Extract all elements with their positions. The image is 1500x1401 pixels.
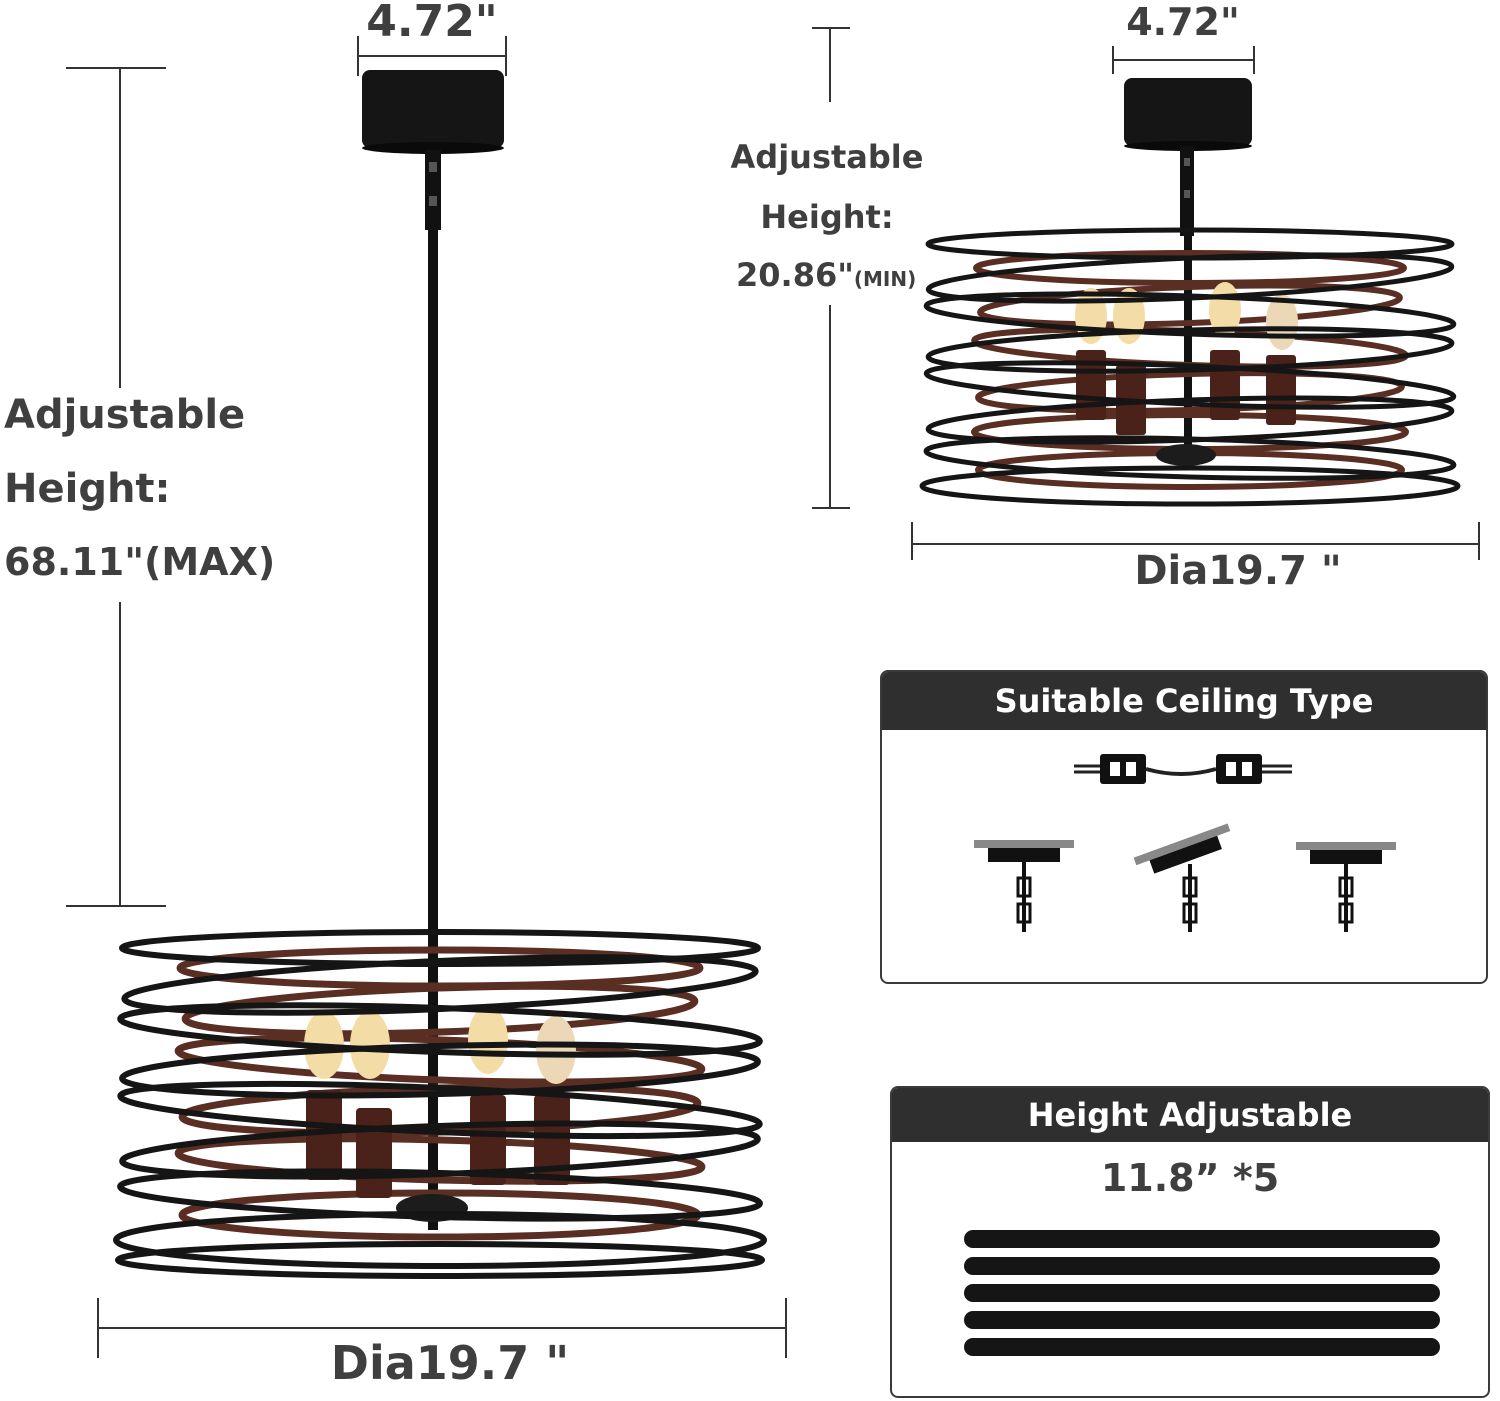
ceiling-type-panel: Suitable Ceiling Type (880, 670, 1488, 984)
right-height-label-line2: Height: (760, 198, 894, 236)
right-top-width-label: 4.72" (1126, 0, 1240, 44)
left-diameter-label: Dia19.7 " (330, 1336, 570, 1390)
left-height-label-line2: Height: (4, 466, 171, 512)
ceiling-type-title: Suitable Ceiling Type (882, 672, 1486, 730)
extension-rod (964, 1311, 1440, 1329)
left-ceiling-canopy (362, 70, 504, 154)
flat-ceiling-icon (974, 840, 1074, 932)
right-width-bracket (1112, 46, 1255, 74)
right-diameter-bracket (911, 522, 1480, 560)
left-height-label-line1: Adjustable (4, 392, 246, 438)
right-chain (1180, 146, 1194, 456)
left-suspension-rod (425, 150, 441, 1230)
extension-rod (964, 1230, 1440, 1248)
right-height-bracket (812, 27, 850, 509)
height-adjustable-title: Height Adjustable (892, 1088, 1488, 1142)
extension-rods (964, 1230, 1440, 1356)
extension-rod (964, 1257, 1440, 1275)
left-top-width-label: 4.72" (366, 0, 498, 47)
left-width-bracket (357, 36, 507, 76)
left-height-value: 68.11"(MAX) (4, 540, 276, 584)
right-height-suffix: (MIN) (853, 267, 917, 291)
ceiling-type-illustrations (974, 754, 1396, 932)
left-diameter-bracket (97, 1298, 787, 1358)
left-height-bracket (66, 67, 166, 907)
left-cage-metal-bands (113, 929, 767, 1279)
extension-rod (964, 1338, 1440, 1356)
sloped-ceiling-icon (1133, 823, 1231, 932)
vaulted-ceiling-icon (1296, 842, 1396, 932)
height-adjustable-panel: Height Adjustable 11.8” *5 (890, 1086, 1490, 1398)
right-diameter-label: Dia19.7 " (1134, 548, 1342, 594)
chain-link-icon (1074, 754, 1292, 784)
rod-count-label: 11.8” *5 (1100, 1156, 1280, 1200)
right-height-value: 20.86"(MIN) (736, 256, 917, 294)
right-ceiling-canopy (1124, 78, 1252, 151)
right-height-label-line1: Adjustable (730, 138, 924, 176)
extension-rod (964, 1284, 1440, 1302)
right-cage-metal-bands (919, 227, 1461, 507)
